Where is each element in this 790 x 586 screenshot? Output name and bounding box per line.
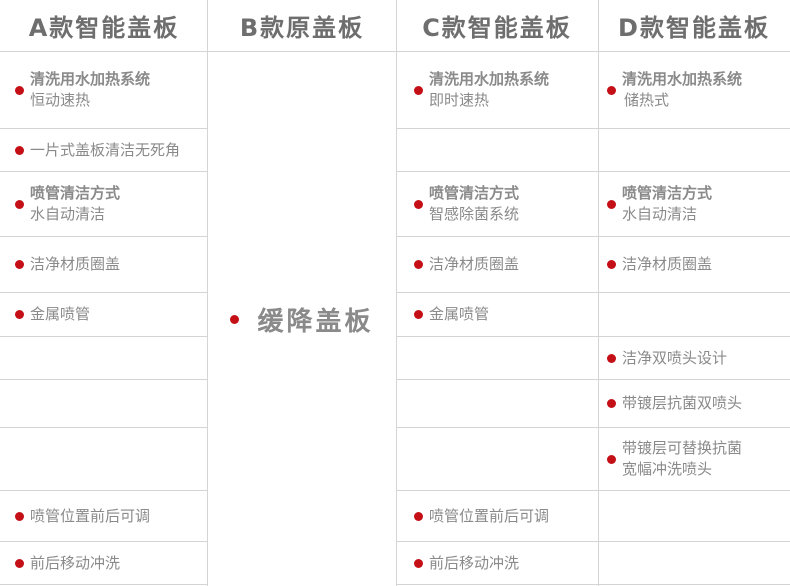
row-divider <box>397 427 790 428</box>
header-c: C款智能盖板 <box>396 0 598 52</box>
bullet-dot-icon <box>607 399 616 408</box>
c-heating-title: 清洗用水加热系统 <box>429 70 550 88</box>
a-nozzle-clean-title: 喷管清洁方式 <box>30 184 121 202</box>
row-divider <box>0 171 207 172</box>
c-nozzle-clean-cell: 喷管清洁方式智感除菌系统 <box>397 172 598 236</box>
a-nozzle-clean-cell: 喷管清洁方式水自动清洁 <box>0 172 207 236</box>
d-dual-nozzle-cell: 洁净双喷头设计 <box>599 337 790 379</box>
bullet-dot-icon <box>15 558 24 568</box>
d-heating-cell: 清洗用水加热系统储热式 <box>599 52 790 128</box>
bullet-dot-icon <box>15 511 24 521</box>
row-divider <box>397 292 790 293</box>
a-cover-text: 一片式盖板清洁无死角 <box>30 140 181 159</box>
bullet-dot-icon <box>15 310 24 319</box>
c-move-wash-text: 前后移动冲洗 <box>429 553 520 572</box>
bullet-dot-icon <box>607 454 616 464</box>
row-divider <box>0 236 207 237</box>
bullet-dot-icon <box>607 260 616 269</box>
bullet-dot-icon <box>414 558 423 568</box>
b-feature-cell: 缓降盖板 <box>208 52 396 586</box>
column-divider <box>598 0 599 586</box>
bullet-dot-icon <box>15 145 24 155</box>
row-divider <box>397 584 790 585</box>
a-nozzle-clean-sub: 水自动清洁 <box>30 205 106 223</box>
row-divider <box>397 336 790 337</box>
d-nozzle-clean-title: 喷管清洁方式 <box>622 184 713 202</box>
a-material-cell: 洁净材质圈盖 <box>0 237 207 292</box>
bullet-dot-icon <box>230 314 240 324</box>
c-material-text: 洁净材质圈盖 <box>429 255 520 273</box>
row-divider <box>0 427 207 428</box>
d-material-cell: 洁净材质圈盖 <box>599 237 790 292</box>
d-dual-nozzle-text: 洁净双喷头设计 <box>622 348 728 367</box>
row-divider <box>0 541 207 542</box>
c-metal-nozzle-cell: 金属喷管 <box>397 293 598 336</box>
a-cover-cell: 一片式盖板清洁无死角 <box>0 129 207 171</box>
bullet-dot-icon <box>607 85 616 95</box>
c-heating-cell: 清洗用水加热系统即时速热 <box>397 52 598 128</box>
bullet-dot-icon <box>15 199 24 209</box>
c-metal-nozzle-text: 金属喷管 <box>429 305 490 323</box>
c-nozzle-clean-title: 喷管清洁方式 <box>429 184 520 202</box>
a-material-text: 洁净材质圈盖 <box>30 255 121 273</box>
d-coated-nozzle-cell: 带镀层抗菌双喷头 <box>599 380 790 427</box>
a-nozzle-adjust-text: 喷管位置前后可调 <box>30 506 151 525</box>
row-divider <box>0 490 207 491</box>
a-heating-title: 清洗用水加热系统 <box>30 70 151 88</box>
header-a: A款智能盖板 <box>0 0 208 52</box>
d-replaceable-nozzle-cell: 带镀层可替换抗菌宽幅冲洗喷头 <box>599 428 790 490</box>
c-move-wash-cell: 前后移动冲洗 <box>397 542 598 584</box>
row-divider <box>397 379 790 380</box>
d-nozzle-clean-sub: 水自动清洁 <box>622 205 698 223</box>
row-divider <box>397 128 790 129</box>
row-divider <box>397 171 790 172</box>
row-divider <box>0 292 207 293</box>
bullet-dot-icon <box>414 85 423 95</box>
bullet-dot-icon <box>607 199 616 209</box>
d-coated-nozzle-text: 带镀层抗菌双喷头 <box>622 394 743 412</box>
row-divider <box>0 128 207 129</box>
row-divider <box>0 379 207 380</box>
d-heating-title: 清洗用水加热系统 <box>622 70 743 88</box>
d-nozzle-clean-cell: 喷管清洁方式水自动清洁 <box>599 172 790 236</box>
row-divider <box>0 584 207 585</box>
d-heating-sub: 储热式 <box>624 91 670 109</box>
bullet-dot-icon <box>414 310 423 319</box>
a-move-wash-cell: 前后移动冲洗 <box>0 542 207 584</box>
a-metal-nozzle-text: 金属喷管 <box>30 305 91 323</box>
column-divider <box>207 0 208 586</box>
row-divider <box>397 541 790 542</box>
a-metal-nozzle-cell: 金属喷管 <box>0 293 207 336</box>
c-heating-sub: 即时速热 <box>429 91 490 109</box>
bullet-dot-icon <box>15 260 24 269</box>
header-b: B款原盖板 <box>208 0 396 52</box>
bullet-dot-icon <box>414 199 423 209</box>
row-divider <box>397 236 790 237</box>
a-heating-sub: 恒动速热 <box>30 91 91 109</box>
d-replaceable-nozzle-line1: 带镀层可替换抗菌 <box>622 439 743 457</box>
column-divider <box>396 0 397 586</box>
b-feature-text: 缓降盖板 <box>257 306 374 337</box>
a-move-wash-text: 前后移动冲洗 <box>30 553 121 572</box>
a-nozzle-adjust-cell: 喷管位置前后可调 <box>0 491 207 541</box>
bullet-dot-icon <box>607 353 616 363</box>
row-divider <box>0 336 207 337</box>
header-d: D款智能盖板 <box>598 0 790 52</box>
d-replaceable-nozzle-line2: 宽幅冲洗喷头 <box>622 460 713 478</box>
bullet-dot-icon <box>414 511 423 521</box>
c-material-cell: 洁净材质圈盖 <box>397 237 598 292</box>
c-nozzle-adjust-text: 喷管位置前后可调 <box>429 506 550 525</box>
c-nozzle-clean-sub: 智感除菌系统 <box>429 205 520 223</box>
bullet-dot-icon <box>414 260 423 269</box>
row-divider <box>397 490 790 491</box>
bullet-dot-icon <box>15 85 24 95</box>
a-heating-cell: 清洗用水加热系统恒动速热 <box>0 52 207 128</box>
c-nozzle-adjust-cell: 喷管位置前后可调 <box>397 491 598 541</box>
d-material-text: 洁净材质圈盖 <box>622 255 713 273</box>
